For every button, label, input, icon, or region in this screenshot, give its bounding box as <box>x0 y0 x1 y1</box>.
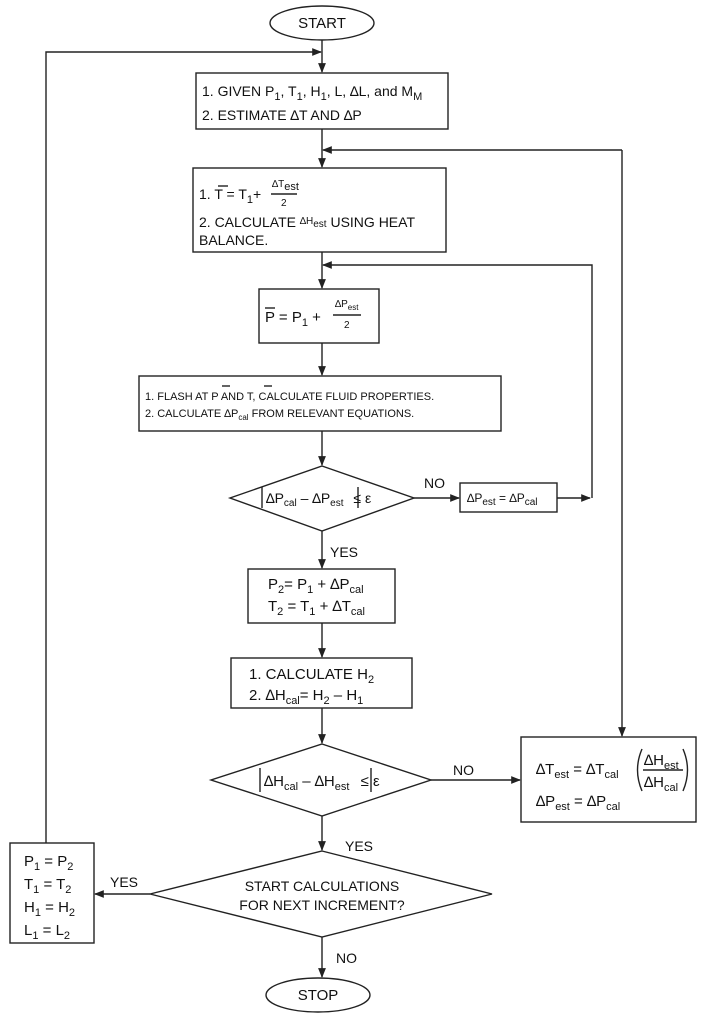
next-increment-line-2: FOR NEXT INCREMENT? <box>239 897 405 913</box>
update-pressure-box: ∆Pest = ∆Pcal <box>459 482 558 513</box>
update-pressure-text: ∆Pest = ∆Pcal <box>467 491 538 508</box>
decision3-yes-label: YES <box>110 874 138 890</box>
temperature-box: 1. T = T1+ ∆Test 2 2. CALCULATE ∆Hest US… <box>192 167 447 253</box>
decision2-no-label: NO <box>453 762 474 778</box>
tbar-equation: 1. T = T1+ <box>199 186 261 206</box>
stop-terminal: STOP <box>265 977 371 1013</box>
input-line-1: 1. GIVEN P1, T1, H1, L, ∆L, and MM <box>202 83 422 103</box>
pressure-box: P = P1 + ∆Pest 2 <box>258 288 380 344</box>
reset-box: P1 = P2 T1 = T2 H1 = H2 L1 = L2 <box>9 842 95 944</box>
update-pressure-line: ∆Pest = ∆Pcal <box>536 793 620 813</box>
update-ratio-denominator: ∆Hcal <box>644 774 678 794</box>
update-paren-right <box>682 748 689 792</box>
decision1-yes-label: YES <box>330 544 358 560</box>
input-line-2: 2. ESTIMATE ∆T AND ∆P <box>202 107 362 123</box>
pbar-numerator: ∆Pest <box>335 299 359 312</box>
decision2-condition: ∆Hcal – ∆Hest ≤ ε <box>264 773 380 793</box>
outlet-conditions-box: P2= P1 + ∆Pcal T2 = T1 + ∆Tcal <box>247 568 396 624</box>
decision3-no-label: NO <box>336 950 357 966</box>
decision2-yes-label: YES <box>345 838 373 854</box>
pbar-equation: P = P1 + <box>265 309 321 329</box>
enthalpy-convergence-decision: ∆Hcal – ∆Hest ≤ ε <box>208 743 434 817</box>
heat-balance-line: 2. CALCULATE ∆Hest USING HEAT <box>199 214 415 230</box>
next-increment-decision: START CALCULATIONS FOR NEXT INCREMENT? <box>149 850 493 938</box>
pressure-convergence-decision: ∆Pcal – ∆Pest ≤ ε <box>227 465 417 532</box>
outlet-pressure: P2= P1 + ∆Pcal <box>268 576 364 596</box>
next-increment-line-1: START CALCULATIONS <box>245 878 400 894</box>
update-temperature-lhs: ∆Test = ∆Tcal <box>536 761 619 781</box>
start-terminal: START <box>269 5 375 41</box>
reset-enthalpy: H1 = H2 <box>24 899 75 919</box>
enthalpy-box: 1. CALCULATE H2 2. ∆Hcal= H2 – H1 <box>230 657 413 709</box>
stop-label: STOP <box>298 987 339 1004</box>
enthalpy-line-1: 1. CALCULATE H2 <box>249 666 374 686</box>
tbar-denominator: 2 <box>281 198 287 209</box>
reset-pressure: P1 = P2 <box>24 853 73 873</box>
decision1-condition: ∆Pcal – ∆Pest ≤ ε <box>266 490 371 509</box>
flash-line-1: 1. FLASH AT P AND T, CALCULATE FLUID PRO… <box>145 391 434 403</box>
pbar-denominator: 2 <box>344 320 350 331</box>
loop-pressure-return <box>322 261 593 498</box>
reset-temperature: T1 = T2 <box>24 876 71 896</box>
tbar-numerator: ∆Test <box>272 179 299 193</box>
update-ratio-numerator: ∆Hest <box>644 752 679 772</box>
balance-line: BALANCE. <box>199 232 268 248</box>
reset-length: L1 = L2 <box>24 922 70 942</box>
decision1-no-label: NO <box>424 475 445 491</box>
update-estimates-box: ∆Test = ∆Tcal ∆Hest ∆Hcal ∆Pest = ∆Pcal <box>520 736 697 823</box>
enthalpy-line-2: 2. ∆Hcal= H2 – H1 <box>249 687 363 707</box>
flash-line-2: 2. CALCULATE ∆Pcal FROM RELEVANT EQUATIO… <box>145 408 414 422</box>
input-box: 1. GIVEN P1, T1, H1, L, ∆L, and MM 2. ES… <box>195 72 449 130</box>
connectors <box>45 40 626 978</box>
loop-increment-return <box>45 48 322 843</box>
outlet-temperature: T2 = T1 + ∆Tcal <box>268 598 365 618</box>
start-label: START <box>298 15 346 32</box>
update-paren-left <box>636 748 643 792</box>
flash-box: 1. FLASH AT P AND T, CALCULATE FLUID PRO… <box>138 375 502 432</box>
